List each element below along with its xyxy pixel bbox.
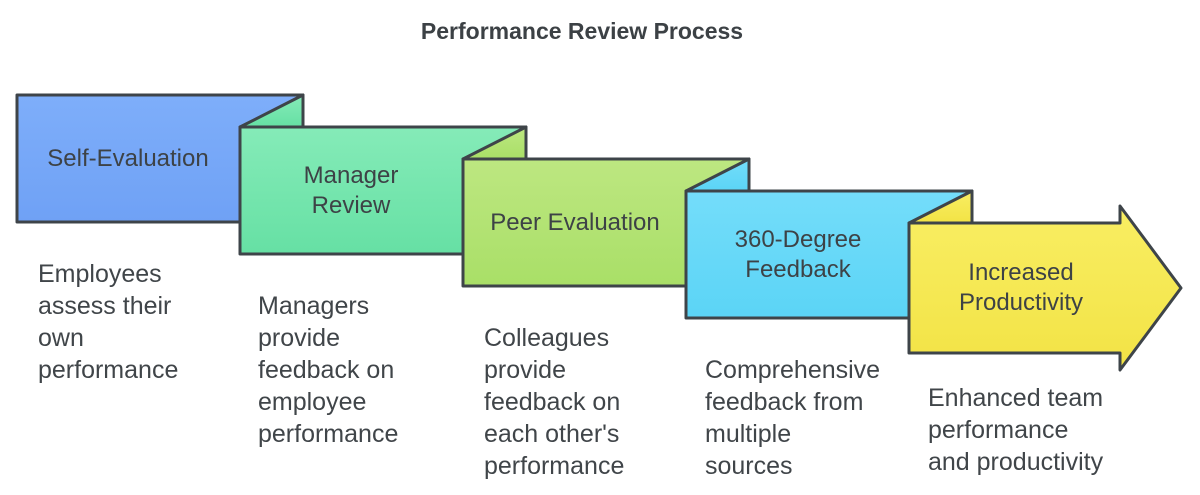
diagram-title: Performance Review Process <box>420 18 744 44</box>
step-5-fold <box>907 189 974 225</box>
step-5-arrow-shape <box>907 204 1183 372</box>
step-3-label: Peer Evaluation <box>490 209 660 236</box>
step-1-label: Self-Evaluation <box>47 145 209 172</box>
step-1-description: Employees assess their own performance <box>38 260 179 384</box>
step-3-fold <box>461 125 528 161</box>
step-4-fold <box>684 157 751 193</box>
step-3-description: Colleagues provide feedback on each othe… <box>484 324 625 480</box>
step-2-description: Managers provide feedback on employee pe… <box>258 292 399 448</box>
step-4-description: Comprehensive feedback from multiple sou… <box>705 356 881 480</box>
step-4-label: 360-Degree Feedback <box>734 226 862 283</box>
step-5-description: Enhanced team performance and productivi… <box>928 384 1104 476</box>
step-2-label: Manager Review <box>303 162 399 219</box>
step-5-label: Increased Productivity <box>958 259 1084 316</box>
step-2-fold <box>238 93 305 129</box>
